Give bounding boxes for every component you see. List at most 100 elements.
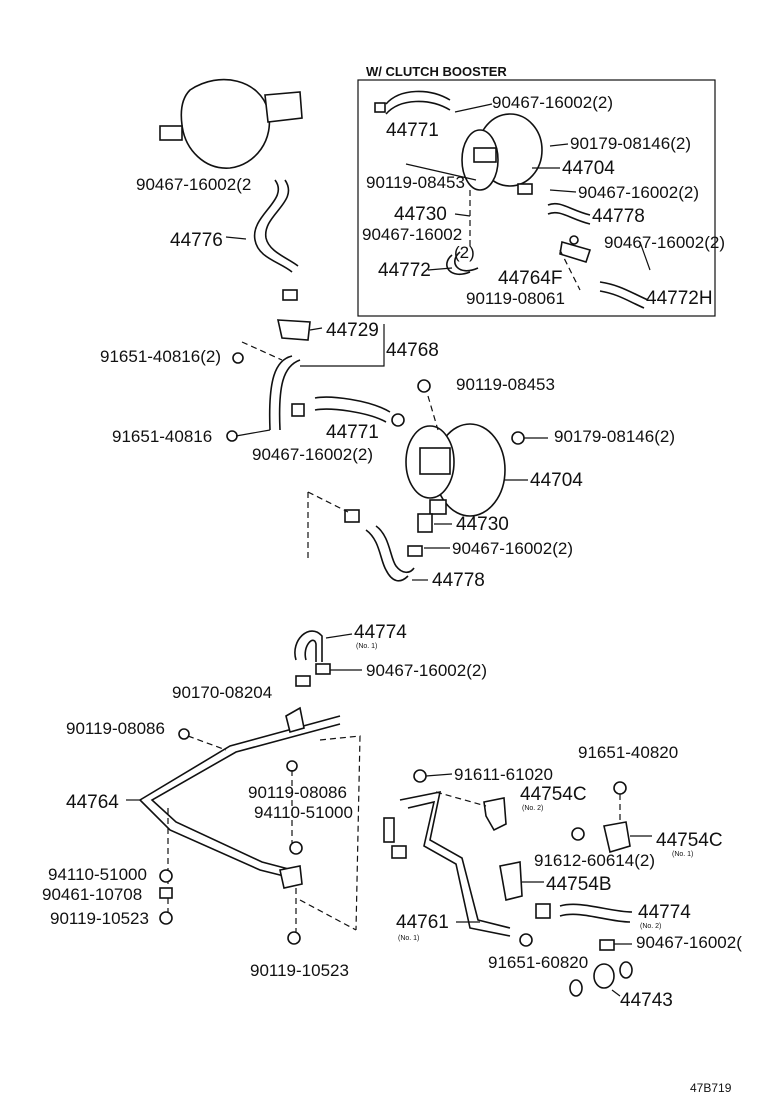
leader-l16 <box>225 236 247 240</box>
bolt-90119-08086-b <box>286 760 298 772</box>
inset-hose-44771 <box>374 90 451 115</box>
bracket-44754c-no2 <box>483 797 507 832</box>
bracket-44729 <box>276 319 311 341</box>
part-label-94110-51000: 94110-51000 <box>48 865 147 884</box>
inset-union-44764f <box>559 235 592 263</box>
part-label-90119-08453: 90119-08453 <box>456 375 555 394</box>
part-label-no1: (No. 1) <box>356 643 377 650</box>
clip-90467-c <box>599 939 615 951</box>
part-label-91651-40816: 91651-40816 <box>112 427 212 446</box>
part-label-91611-61020: 91611-61020 <box>454 765 553 784</box>
part-label-no2: (No. 2) <box>640 923 661 930</box>
dash-mid-2 <box>427 395 439 431</box>
nut-94110-b <box>159 869 173 883</box>
part-label-44778: 44778 <box>432 570 485 591</box>
bolt-90119-08453 <box>417 379 431 393</box>
inset-hose-44772 <box>446 251 479 275</box>
part-label-90119-08061: 90119-08061 <box>466 289 565 308</box>
part-label-44764f: 44764F <box>498 268 562 289</box>
part-label-94110-51000: 94110-51000 <box>254 803 353 822</box>
part-label-44704: 44704 <box>562 158 615 179</box>
part-label-44772h: 44772H <box>646 288 713 309</box>
leader-l01 <box>454 103 493 113</box>
clutch-booster-inset-box <box>357 79 716 317</box>
part-label-44743: 44743 <box>620 990 673 1011</box>
part-label-44771: 44771 <box>326 422 379 443</box>
part-label-44754c: 44754C <box>520 784 587 805</box>
bolt-91651-b <box>226 430 238 442</box>
part-label-90170-08204: 90170-08204 <box>172 683 272 702</box>
part-label-44774: 44774 <box>638 902 691 923</box>
bracket-44754c-no1 <box>603 821 631 854</box>
part-label-91651-40820: 91651-40820 <box>578 743 678 762</box>
part-label-90179-08146: 90179-08146(2) <box>554 427 675 446</box>
part-label-90119-08453: 90119-08453 <box>366 173 465 192</box>
inset-hose-44778 <box>547 202 591 225</box>
bolt-91612 <box>571 827 585 841</box>
part-label-44704: 44704 <box>530 470 583 491</box>
dash-low-6 <box>299 899 357 931</box>
part-label-90119-10523: 90119-10523 <box>250 961 349 980</box>
bracket-44768 <box>300 324 385 367</box>
part-label-90467-16002: 90467-16002( <box>636 933 742 952</box>
part-label-90119-10523: 90119-10523 <box>50 909 149 928</box>
part-label-90467-16002: 90467-16002(2) <box>252 445 373 464</box>
clip-90467-a <box>315 663 331 675</box>
leader-l17 <box>309 327 323 331</box>
clip-90467-b <box>295 675 311 687</box>
inset-booster-44704 <box>461 113 543 195</box>
part-label-44774: 44774 <box>354 622 407 643</box>
nut-90179-08146 <box>511 431 525 445</box>
dash-low-7 <box>435 791 487 807</box>
hose-44771 <box>291 396 405 427</box>
part-label-44730: 44730 <box>456 514 509 535</box>
inset-hose-44772h <box>599 281 649 309</box>
dash-mid-1 <box>241 341 283 361</box>
clamp-90461 <box>159 887 173 899</box>
part-label-44764: 44764 <box>66 792 119 813</box>
part-label-90119-08086: 90119-08086 <box>66 719 165 738</box>
bolt-90119-08086-a <box>178 728 190 740</box>
part-label-44754b: 44754B <box>546 874 612 895</box>
part-label-91651-40816: 91651-40816(2) <box>100 347 221 366</box>
part-label-90461-10708: 90461-10708 <box>42 885 142 904</box>
part-label-no1: (No. 1) <box>672 851 693 858</box>
check-valve-44730 <box>417 513 433 533</box>
part-label-no1: (No. 1) <box>398 935 419 942</box>
part-label-44730: 44730 <box>394 204 447 225</box>
part-label-44771: 44771 <box>386 120 439 141</box>
vacuum-pump-44704 <box>405 423 506 517</box>
leader-l21 <box>235 429 271 437</box>
vacuum-reservoir <box>159 78 303 169</box>
bolt-91651-a <box>232 352 244 364</box>
diagram-code: 47B719 <box>690 1081 732 1095</box>
leader-l11 <box>427 267 453 271</box>
inset-dash-2 <box>559 249 581 291</box>
part-label-44754c: 44754C <box>656 830 723 851</box>
hose-44776 <box>253 179 299 301</box>
leader-l07 <box>454 213 471 217</box>
leader-l50 <box>611 989 621 997</box>
part-label-44778: 44778 <box>592 206 645 227</box>
leader-l03 <box>549 143 569 147</box>
part-label-91612-60614: 91612-60614(2) <box>534 851 655 870</box>
dash-mid-4 <box>307 491 349 513</box>
bolt-91651-40820 <box>613 781 627 795</box>
bolt-90119-10523-b <box>287 931 301 945</box>
leader-l10 <box>639 241 651 271</box>
hose-44774-no2 <box>535 903 633 923</box>
leader-l05 <box>405 163 477 181</box>
leader-l40 <box>425 773 453 777</box>
dash-low-1 <box>187 735 227 751</box>
part-label-90467-16002: 90467-16002(2) <box>578 183 699 202</box>
part-label-44761: 44761 <box>396 912 449 933</box>
part-label-90467-16002: 90467-16002(2) <box>366 661 487 680</box>
vacuum-pipe-44768 <box>268 355 301 431</box>
part-label-90467-16002: 90467-16002(2) <box>604 233 725 252</box>
vacuum-pipe-44761 <box>383 790 511 937</box>
part-label-91651-60820: 91651-60820 <box>488 953 588 972</box>
bolt-91611 <box>413 769 427 783</box>
hose-44774-no1 <box>294 630 323 662</box>
vacuum-pipe-44764 <box>138 706 341 889</box>
